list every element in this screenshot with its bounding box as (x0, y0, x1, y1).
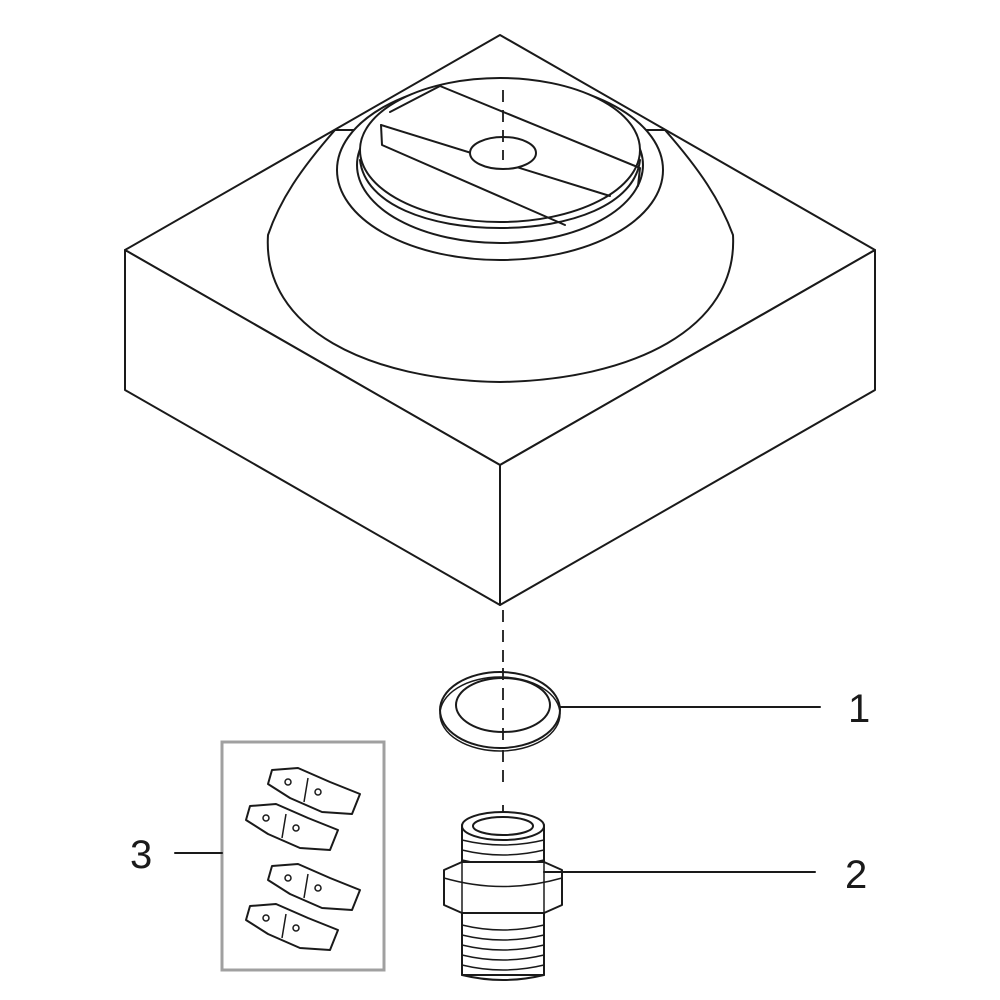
adhesive-pad (245, 903, 339, 951)
adhesive-pad (245, 803, 339, 851)
washer-outer-edge (439, 676, 561, 752)
nipple-lower-threads (461, 924, 545, 971)
callout-label-2: 2 (845, 853, 867, 897)
hex-nut (443, 861, 563, 914)
block-right-face (499, 249, 876, 606)
nipple-lower-body (461, 912, 545, 976)
threaded-nipple-part-2 (443, 811, 563, 981)
cap-slot-stripe (380, 85, 641, 226)
callout-label-1: 1 (848, 687, 870, 731)
washer-part-1 (439, 668, 561, 752)
washer-inner (455, 677, 551, 733)
adhesive-pad (267, 863, 361, 911)
hex-nut-top-edge (443, 877, 563, 888)
kit-box (220, 740, 386, 972)
adhesive-pads-kit-part-3 (220, 740, 386, 972)
adhesive-pad (267, 767, 361, 815)
cap-side-lower-edge (359, 159, 641, 229)
nipple-top-opening-inner (472, 816, 534, 836)
dome-body (266, 77, 735, 383)
nipple-bottom-edge (461, 974, 545, 981)
callout-label-3: 3 (130, 833, 152, 877)
